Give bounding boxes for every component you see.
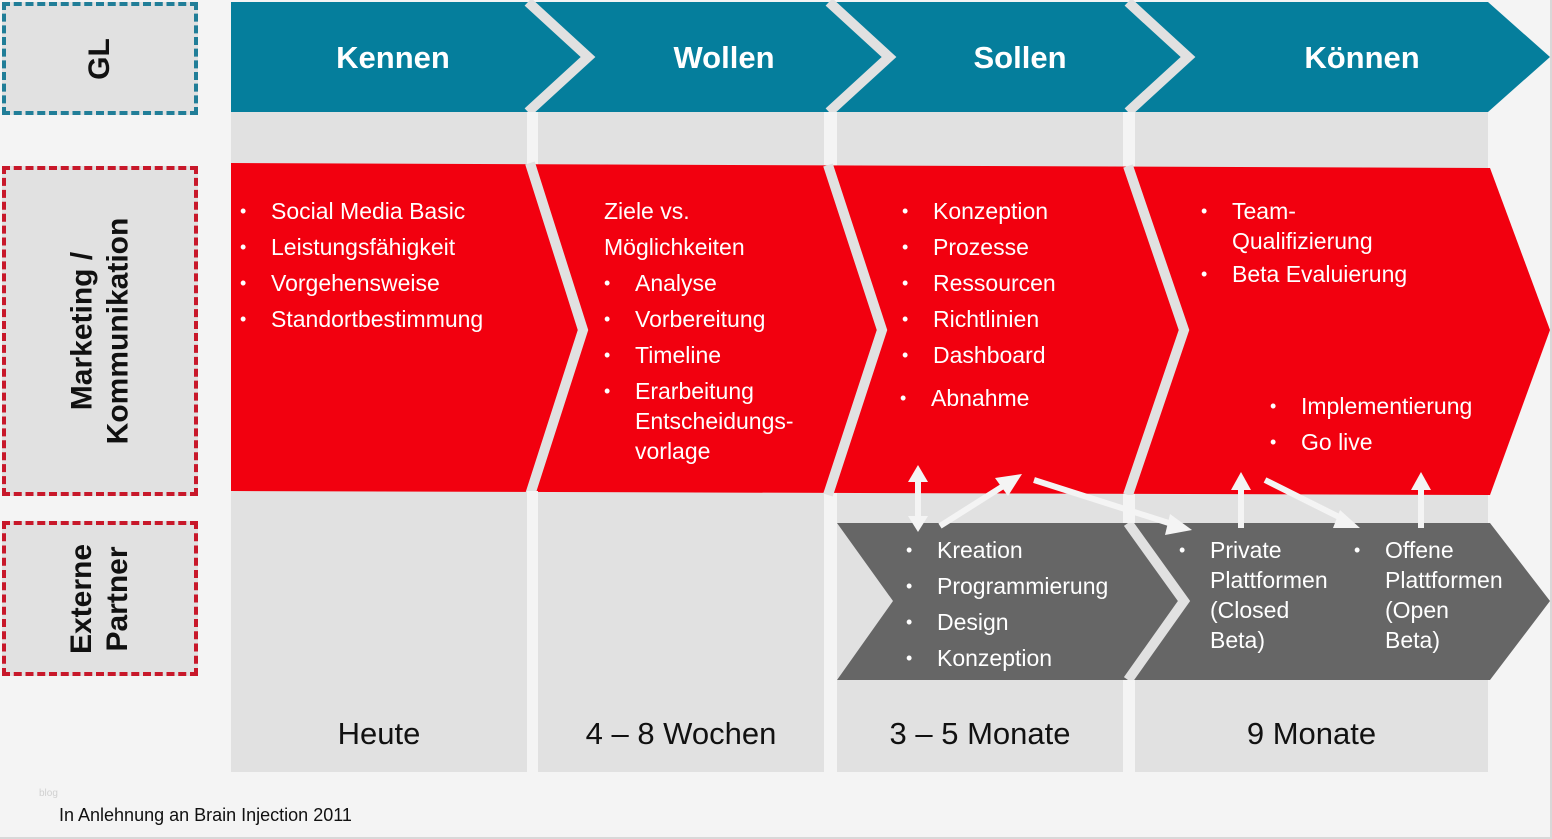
list-item: Implementierung [1270, 388, 1472, 424]
row-label-gl: GL [2, 2, 198, 115]
list-item: Go live [1270, 424, 1472, 460]
list-item: Richtlinien [902, 301, 1056, 337]
open-line2: Plattformen [1385, 567, 1503, 593]
partner-sollen-list: Kreation Programmierung Design Konzeptio… [906, 532, 1108, 676]
list-item: Standortbestimmung [240, 301, 483, 337]
stage-title-koennen: Können [1304, 40, 1420, 75]
list-item: Konzeption [906, 640, 1108, 676]
list-item: Team- Qualifizierung [1201, 196, 1407, 256]
watermark: blog [39, 788, 58, 799]
stage-title-kennen: Kennen [336, 40, 450, 75]
partner-koennen-private: Private Plattformen (Closed Beta) [1179, 535, 1328, 655]
list-item: Abnahme [900, 380, 1056, 416]
open-line1: Offene [1385, 537, 1454, 563]
private-line2: Plattformen [1210, 567, 1328, 593]
marketing-wollen-list: Analyse Vorbereitung Timeline Erarbeitun… [604, 265, 794, 466]
row-label-partner-line2: Partner [101, 545, 134, 652]
marketing-kennen-list: Social Media Basic Leistungsfähigkeit Vo… [240, 193, 483, 337]
wollen-last-line3: vorlage [635, 438, 711, 464]
list-item: Beta Evaluierung [1201, 256, 1407, 292]
open-line3: (Open [1385, 597, 1449, 623]
list-item: Vorbereitung [604, 301, 794, 337]
timeframe-sollen: 3 – 5 Monate [889, 716, 1071, 751]
private-line3: (Closed [1210, 597, 1290, 623]
marketing-sollen-list: Konzeption Prozesse Ressourcen Richtlini… [900, 193, 1056, 416]
source-credit: In Anlehnung an Brain Injection 2011 [59, 805, 352, 825]
list-item: Prozesse [902, 229, 1056, 265]
list-item: Konzeption [902, 193, 1056, 229]
stage-title-wollen: Wollen [673, 40, 775, 75]
timeframe-koennen: 9 Monate [1246, 716, 1377, 751]
stage-title-sollen: Sollen [973, 40, 1067, 75]
open-line4: Beta) [1385, 627, 1440, 653]
list-item: Social Media Basic [240, 193, 483, 229]
row-label-partner-line1: Externe [65, 543, 98, 654]
private-line4: Beta) [1210, 627, 1265, 653]
list-item: Kreation [906, 532, 1108, 568]
connection-arrows [908, 465, 1431, 535]
wollen-last-line2: Entscheidungs- [635, 408, 794, 434]
list-item: Dashboard [902, 337, 1056, 373]
list-item: Timeline [604, 337, 794, 373]
koennen-first-line1: Team- [1232, 198, 1296, 224]
list-item: Programmierung [906, 568, 1108, 604]
wollen-intro-line1: Ziele vs. [604, 198, 690, 224]
list-item: Erarbeitung Entscheidungs- vorlage [604, 376, 794, 466]
koennen-first-line2: Qualifizierung [1232, 228, 1373, 254]
marketing-koennen-lower-list: Implementierung Go live [1270, 388, 1472, 460]
row-label-marketing: Marketing / Kommunikation [2, 166, 198, 496]
partner-koennen-open: Offene Plattformen (Open Beta) [1354, 535, 1503, 655]
row-label-marketing-line1: Marketing / [65, 251, 99, 411]
timeframe-kennen: Heute [337, 716, 421, 751]
wollen-intro-line2: Möglichkeiten [604, 234, 745, 260]
list-item: Offene Plattformen (Open Beta) [1354, 535, 1503, 655]
list-item: Ressourcen [902, 265, 1056, 301]
list-item: Analyse [604, 265, 794, 301]
wollen-last-line1: Erarbeitung [635, 378, 754, 404]
list-item: Leistungsfähigkeit [240, 229, 483, 265]
row-label-gl-text: GL [82, 37, 116, 80]
marketing-wollen-block: Ziele vs. Möglichkeiten [604, 193, 745, 265]
row-label-marketing-line2: Kommunikation [101, 217, 135, 445]
list-item: Vorgehensweise [240, 265, 483, 301]
list-item: Design [906, 604, 1108, 640]
private-line1: Private [1210, 537, 1282, 563]
row-label-partner: Externe Partner [2, 521, 198, 676]
timeframe-wollen: 4 – 8 Wochen [585, 716, 777, 751]
marketing-koennen-list: Team- Qualifizierung Beta Evaluierung [1201, 193, 1407, 292]
list-item: Private Plattformen (Closed Beta) [1179, 535, 1328, 655]
